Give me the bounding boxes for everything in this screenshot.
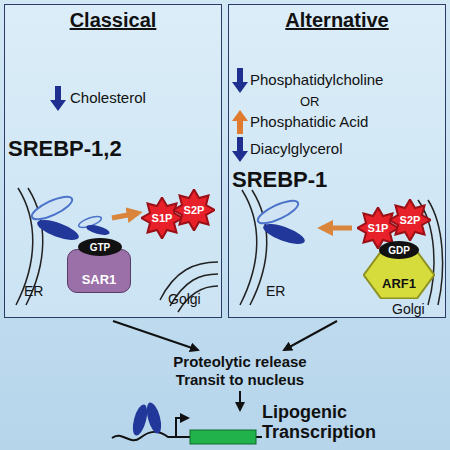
- protease-star: S2P: [173, 189, 215, 231]
- organelle-name: Golgi: [392, 302, 425, 317]
- protease-name: S2P: [400, 214, 421, 226]
- process-step: Proteolytic release: [120, 354, 360, 371]
- dna-transcription: [112, 401, 262, 444]
- lipid-name: Diacylglycerol: [250, 141, 343, 158]
- lipid-name: Phosphatidylcholine: [250, 72, 383, 89]
- nucleotide-name: GDP: [388, 245, 410, 256]
- panel-title: Classical: [5, 9, 221, 31]
- protein-name: SREBP-1: [232, 168, 327, 192]
- organelle-name: Golgi: [168, 292, 201, 307]
- protease-name: S1P: [152, 212, 173, 224]
- lipid-name: Cholesterol: [70, 90, 146, 107]
- nucleotide-oval: GTP: [78, 238, 122, 256]
- scenario-panel: AlternativeS1PS2PARF1GDP: [228, 4, 446, 318]
- organelle-name: ER: [266, 284, 285, 299]
- star-shape: [389, 199, 430, 240]
- nucleotide-oval: GDP: [379, 241, 419, 259]
- protein-name: SREBP-1,2: [8, 137, 122, 161]
- protein-name: SAR1: [82, 273, 117, 287]
- arf1-protein: ARF1GDP: [363, 251, 435, 299]
- protease-name: S1P: [368, 222, 389, 234]
- protease-star: S1P: [141, 197, 183, 239]
- protein-name: ARF1: [382, 277, 416, 291]
- sar1-protein: SAR1GTP: [67, 249, 131, 293]
- organelle-name: ER: [24, 284, 43, 299]
- protease-name: S2P: [184, 204, 205, 216]
- panel-title: Alternative: [229, 9, 445, 31]
- outcome-text: Lipogenic Transcription: [262, 403, 392, 443]
- star-shape: [141, 197, 182, 238]
- protease-star: S2P: [389, 199, 431, 241]
- nucleotide-name: GTP: [90, 242, 111, 253]
- process-step: Transit to nucleus: [120, 372, 360, 389]
- connector-word: OR: [300, 95, 320, 109]
- star-shape: [173, 189, 214, 230]
- lipid-name: Phosphatidic Acid: [250, 114, 368, 131]
